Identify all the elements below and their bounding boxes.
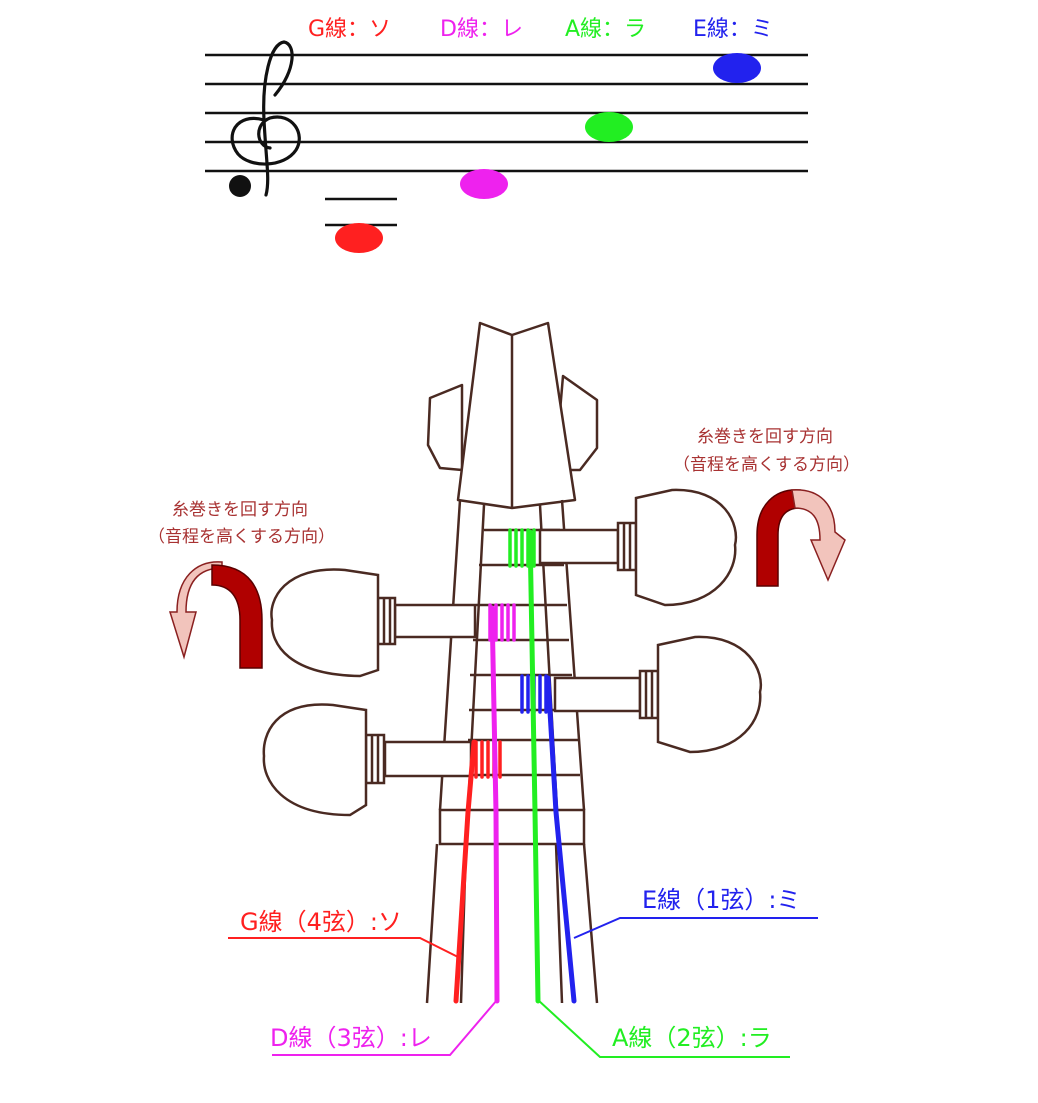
string-a	[527, 529, 541, 1004]
peg-lower-left[interactable]	[262, 703, 473, 817]
note-a	[585, 112, 633, 142]
violin-head	[426, 321, 599, 510]
scroll-body	[456, 321, 577, 510]
treble-clef-icon	[229, 40, 301, 197]
string-label-e: E線（1弦）:ミ	[642, 886, 801, 914]
note-g	[335, 223, 383, 253]
peg-upper-right[interactable]	[538, 488, 738, 607]
music-staff: G線：ソ D線：レ A線：ラ E線：ミ	[205, 17, 808, 253]
peg-lower-right[interactable]	[553, 635, 763, 754]
note-e	[713, 53, 761, 83]
staff-label-e: E線：ミ	[693, 17, 773, 42]
scroll-ear-left	[426, 383, 464, 472]
leader-e	[573, 917, 818, 939]
string-g	[453, 739, 477, 1004]
curved-arrow-clockwise-icon	[756, 489, 846, 587]
leader-d	[272, 999, 498, 1056]
string-label-g: G線（4弦）:ソ	[240, 908, 402, 936]
annotation-left-line2: （音程を高くする方向）	[148, 527, 335, 547]
staff-label-a: A線：ラ	[565, 17, 646, 42]
strings	[453, 528, 577, 1004]
leader-a	[537, 999, 790, 1058]
annotation-right-line1: 糸巻きを回す方向	[697, 427, 833, 447]
ledger-lines	[325, 197, 397, 227]
label-leaders	[228, 917, 818, 1058]
string-label-a: A線（2弦）:ラ	[612, 1024, 772, 1052]
note-d	[460, 169, 508, 199]
annotation-left-line1: 糸巻きを回す方向	[172, 500, 308, 520]
winding-a	[508, 528, 536, 568]
winding-g	[474, 740, 502, 779]
curved-arrow-counterclockwise-icon	[168, 561, 263, 669]
annotation-right-line2: （音程を高くする方向）	[673, 455, 860, 475]
leader-g	[228, 937, 461, 959]
peg-upper-left[interactable]	[270, 568, 477, 678]
staff-lines	[205, 53, 808, 173]
string-d	[489, 605, 500, 1004]
staff-label-g: G線：ソ	[308, 17, 391, 42]
staff-label-d: D線：レ	[440, 17, 523, 42]
string-label-d: D線（3弦）:レ	[270, 1024, 432, 1052]
string-e	[545, 675, 577, 1004]
